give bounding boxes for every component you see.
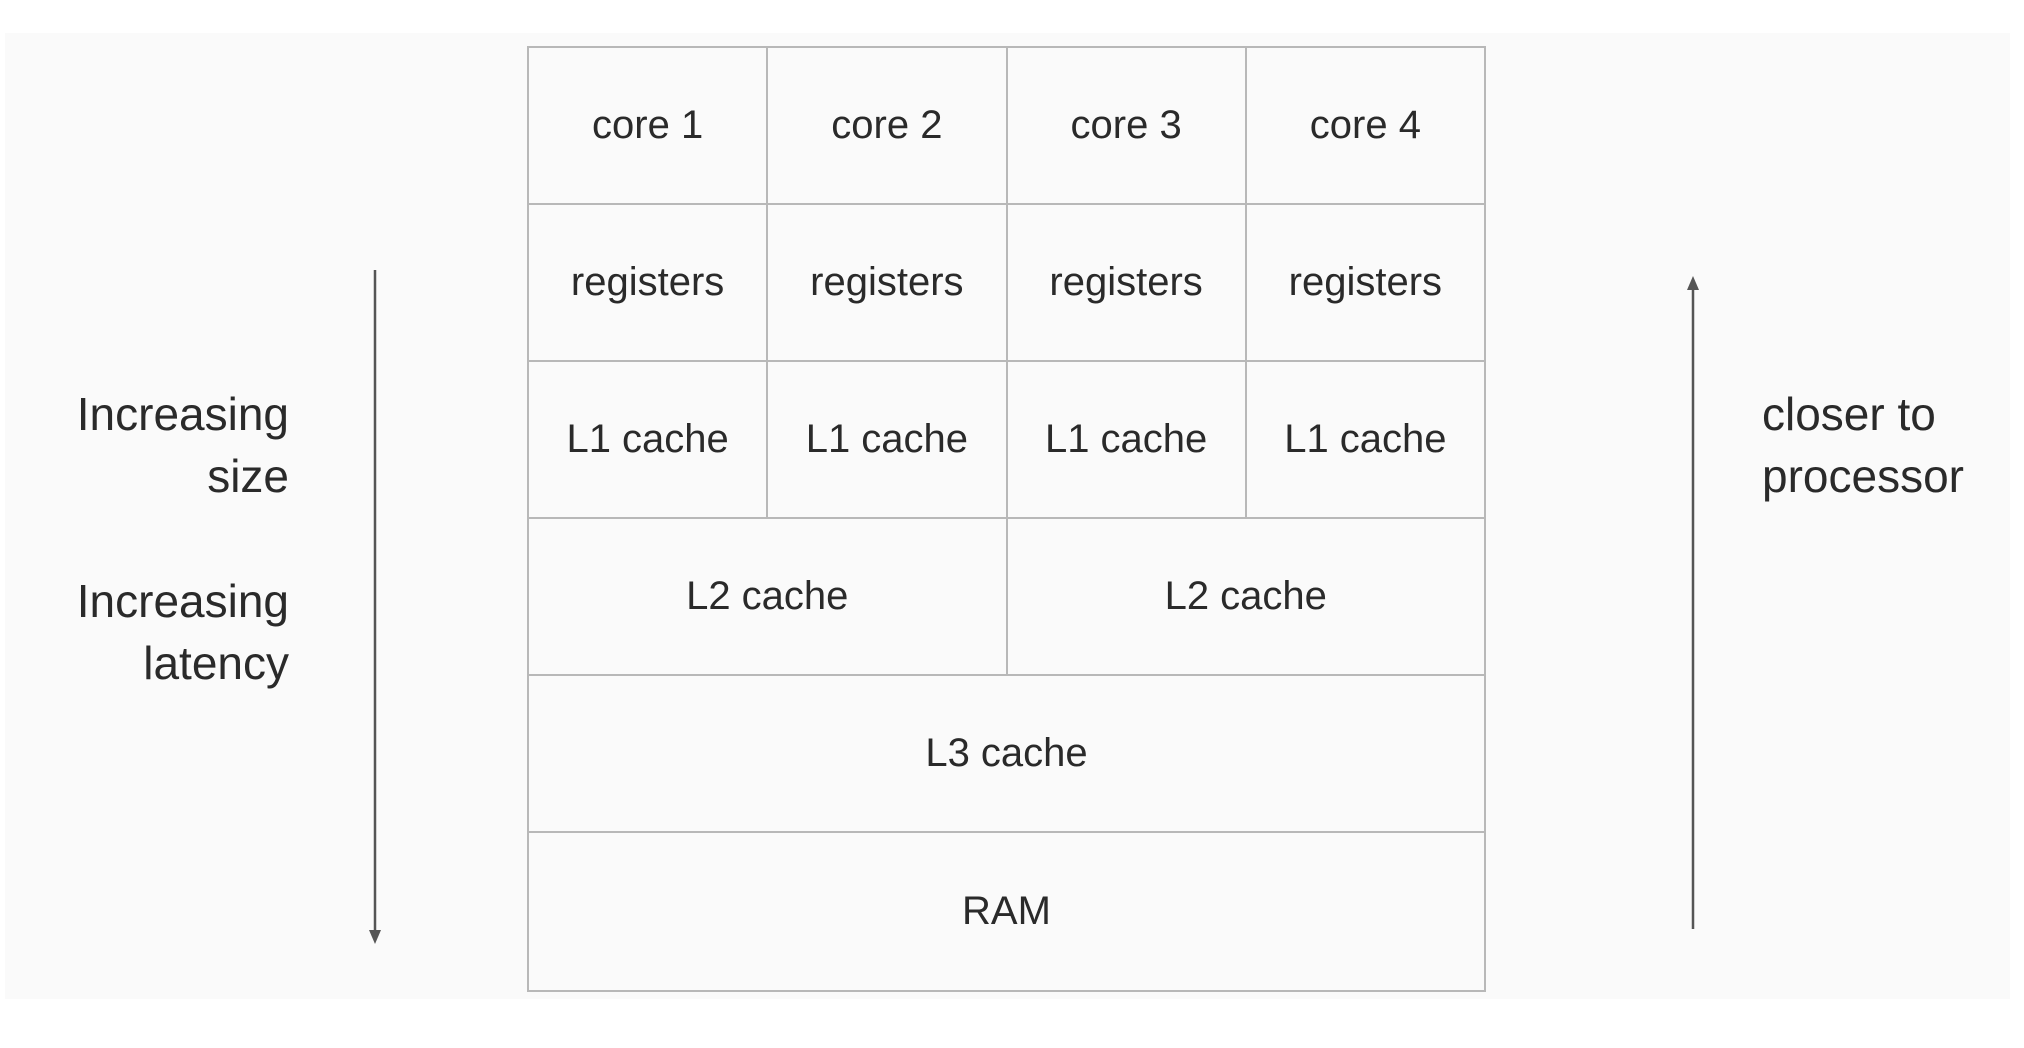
l3-cache-cell: L3 cache: [925, 731, 1088, 775]
l1-cache-cell: L1 cache: [1008, 362, 1247, 517]
registers-cell: registers: [1008, 205, 1247, 360]
l1-cache-row: L1 cache L1 cache L1 cache L1 cache: [529, 360, 1484, 517]
increasing-size-label: Increasing size: [77, 383, 289, 507]
size-line1: Increasing: [76, 388, 289, 440]
core-cell: core 4: [1309, 103, 1421, 147]
l3-cache-row: L3 cache: [529, 674, 1484, 831]
core-cell: core 2: [768, 48, 1008, 203]
increasing-latency-label: Increasing latency: [77, 570, 289, 694]
latency-line1: Increasing: [76, 575, 289, 627]
closer-line1: closer to: [1762, 388, 1936, 440]
registers-cell: registers: [529, 205, 769, 360]
ram-cell: RAM: [962, 889, 1051, 933]
up-arrow-icon: [1687, 276, 1699, 929]
cores-row: core 1 core 2 core 3 core 4: [529, 48, 1484, 203]
core-cell: core 3: [1008, 48, 1247, 203]
down-arrow-icon: [369, 270, 381, 944]
core-cell: core 1: [529, 48, 769, 203]
l2-cache-row: L2 cache L2 cache: [529, 517, 1484, 674]
l2-cache-cell: L2 cache: [1164, 574, 1327, 618]
registers-cell: registers: [1288, 260, 1443, 304]
latency-line2: latency: [143, 637, 289, 689]
closer-to-processor-label: closer to processor: [1762, 383, 1964, 507]
l1-cache-cell: L1 cache: [768, 362, 1008, 517]
l1-cache-cell: L1 cache: [1284, 417, 1447, 461]
l2-cache-cell: L2 cache: [529, 519, 1008, 674]
memory-hierarchy-grid: core 1 core 2 core 3 core 4 registers re…: [527, 46, 1486, 992]
registers-row: registers registers registers registers: [529, 203, 1484, 360]
registers-cell: registers: [768, 205, 1008, 360]
l1-cache-cell: L1 cache: [529, 362, 769, 517]
ram-row: RAM: [529, 831, 1484, 990]
closer-line2: processor: [1762, 450, 1964, 502]
size-line2: size: [207, 450, 289, 502]
